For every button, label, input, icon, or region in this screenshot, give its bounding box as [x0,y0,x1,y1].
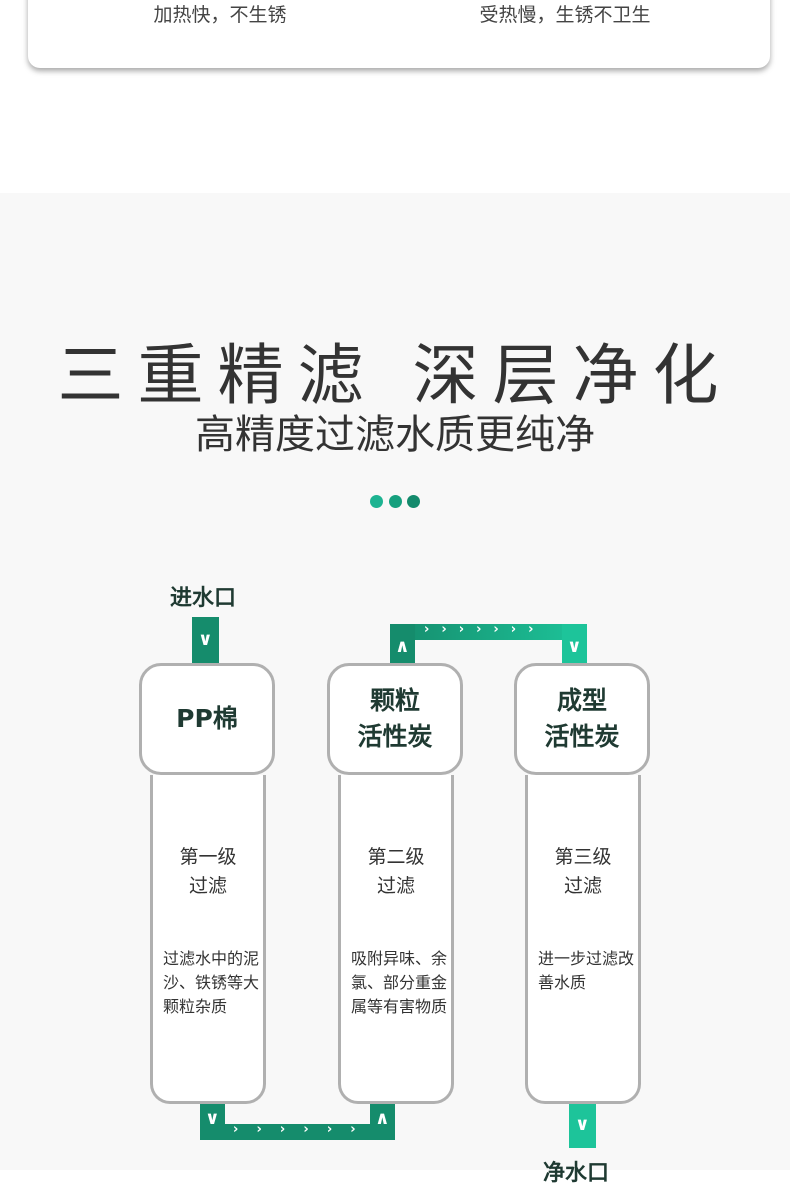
filter-body: 第三级 过滤 进一步过滤改善水质 [525,775,641,1104]
filter-body: 第一级 过滤 过滤水中的泥沙、铁锈等大颗粒杂质 [150,775,266,1104]
filter-name-text: 颗粒 活性炭 [357,686,433,751]
chevron-right-icon: ››››››› [424,622,546,637]
decor-dot [407,495,420,508]
filter-desc: 吸附异味、余氯、部分重金属等有害物质 [351,949,448,1016]
stage2-outlet-pipe: ∧ [390,624,415,663]
chevron-up-icon: ∧ [395,636,410,657]
inlet-label: 进水口 [170,586,237,611]
comparison-right-text: 受热慢，生锈不卫生 [479,4,651,26]
chevron-down-icon: ∨ [205,1108,220,1129]
chevron-down-icon: ∨ [567,636,582,657]
filter-name: 成型 活性炭 [514,663,650,775]
filter-name-text: PP棉 [176,704,238,733]
decor-dot [370,495,383,508]
outlet-label: 净水口 [543,1161,610,1186]
comparison-card: 加热快，不生锈 受热慢，生锈不卫生 [28,0,770,68]
bottom-connector: ∨ › › › › › › ∧ [200,1104,395,1140]
comparison-left-text: 加热快，不生锈 [153,4,287,26]
stage2-inlet-pipe: ∧ [370,1104,395,1140]
filter-name: 颗粒 活性炭 [327,663,463,775]
chevron-up-icon: ∧ [375,1108,390,1129]
top-connector-pipe: ››››››› [390,622,587,640]
filter-desc: 过滤水中的泥沙、铁锈等大颗粒杂质 [163,949,260,1016]
inlet-pipe: ∨ [192,617,219,663]
section-title: 三重精滤 深层净化 [57,337,733,414]
chevron-right-icon: › › › › › › [233,1122,356,1137]
filter-stage: 第三级 过滤 [554,846,612,897]
chevron-down-icon: ∨ [198,629,213,650]
filter-desc: 进一步过滤改善水质 [538,949,635,992]
chevron-down-icon: ∨ [575,1114,590,1135]
outlet-pipe: ∨ [569,1104,596,1148]
filter-name-text: 成型 活性炭 [544,686,620,751]
filter-body: 第二级 过滤 吸附异味、余氯、部分重金属等有害物质 [338,775,454,1104]
filter-stage: 第一级 过滤 [179,846,237,897]
bottom-connector-pipe: › › › › › › [200,1122,395,1140]
filter-stage: 第二级 过滤 [367,846,425,897]
decor-dot [389,495,402,508]
filter-name: PP棉 [139,663,275,775]
section-subtitle: 高精度过滤水质更纯净 [195,412,595,458]
comparison-section: 加热快，不生锈 受热慢，生锈不卫生 [0,0,790,193]
stage3-inlet-pipe: ∨ [562,624,587,663]
